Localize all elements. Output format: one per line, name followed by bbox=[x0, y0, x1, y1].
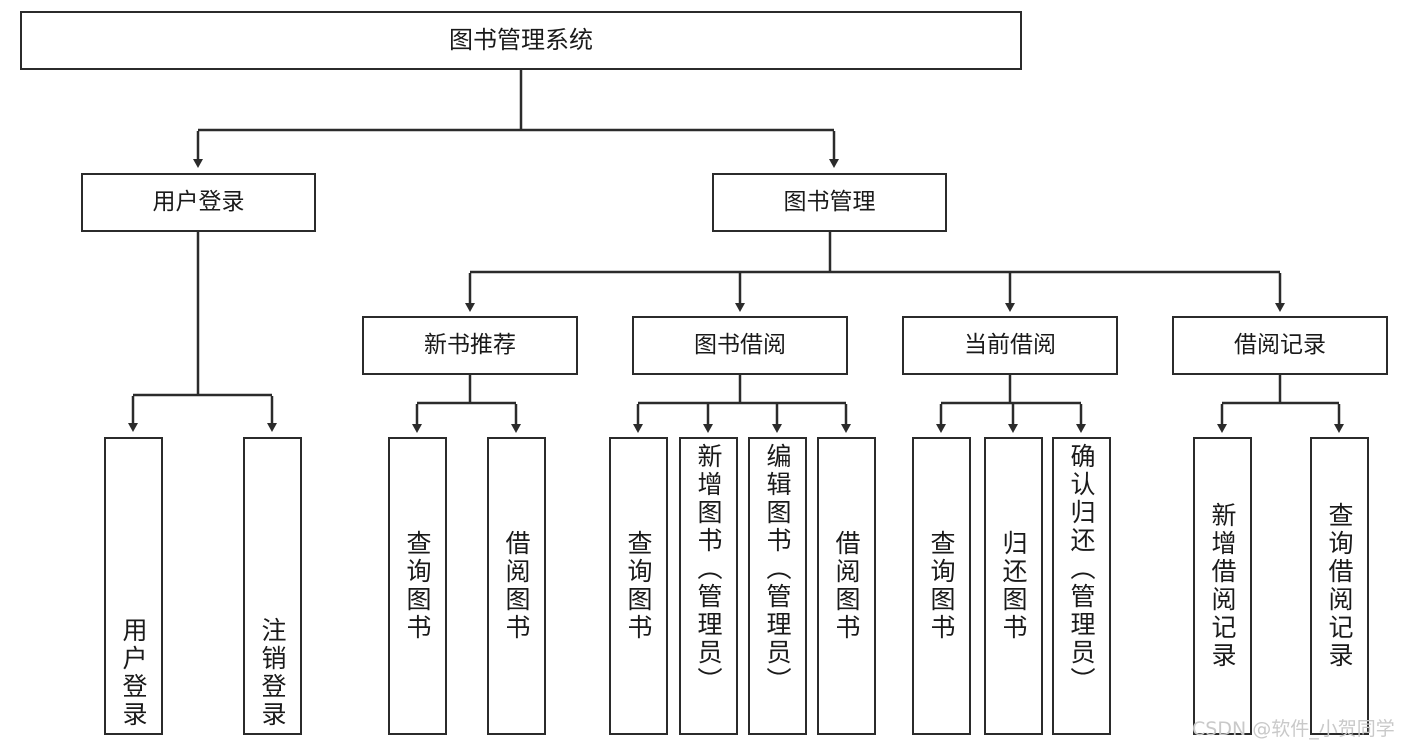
leaf-return-book[interactable]: 归还图书 bbox=[984, 437, 1043, 735]
edges-bookmanage-to-level3 bbox=[465, 232, 1285, 312]
node-label: 用户登录 bbox=[152, 188, 245, 215]
node-new-book-recommend[interactable]: 新书推荐 bbox=[362, 316, 578, 375]
node-label: 归还图书 bbox=[999, 530, 1028, 642]
node-current-borrow[interactable]: 当前借阅 bbox=[902, 316, 1118, 375]
node-book-borrow[interactable]: 图书借阅 bbox=[632, 316, 848, 375]
edges-currentborrow-to-leaves bbox=[936, 375, 1086, 433]
node-label: 借阅图书 bbox=[502, 530, 531, 642]
node-label: 注销登录 bbox=[258, 617, 287, 729]
leaf-edit-book-admin[interactable]: 编辑图书（管理员） bbox=[748, 437, 807, 735]
node-root-system[interactable]: 图书管理系统 bbox=[20, 11, 1022, 70]
node-label: 新增图书（管理员） bbox=[694, 443, 723, 695]
leaf-add-book-admin[interactable]: 新增图书（管理员） bbox=[679, 437, 738, 735]
node-label: 借阅记录 bbox=[1234, 331, 1326, 358]
edges-borrowrecord-to-leaves bbox=[1217, 375, 1344, 433]
node-label: 查询图书 bbox=[403, 530, 432, 642]
leaf-user-login[interactable]: 用户登录 bbox=[104, 437, 163, 735]
leaf-borrow-book-2[interactable]: 借阅图书 bbox=[817, 437, 876, 735]
leaf-query-book-2[interactable]: 查询图书 bbox=[609, 437, 668, 735]
node-label: 查询借阅记录 bbox=[1325, 502, 1354, 670]
node-label: 图书管理 bbox=[783, 188, 876, 215]
leaf-query-book-1[interactable]: 查询图书 bbox=[388, 437, 447, 735]
node-label: 图书借阅 bbox=[694, 331, 786, 358]
node-label: 查询图书 bbox=[927, 530, 956, 642]
node-book-manage[interactable]: 图书管理 bbox=[712, 173, 947, 232]
node-label: 当前借阅 bbox=[964, 331, 1056, 358]
node-label: 编辑图书（管理员） bbox=[763, 443, 792, 695]
leaf-query-book-3[interactable]: 查询图书 bbox=[912, 437, 971, 735]
node-label: 用户登录 bbox=[119, 617, 148, 729]
edges-newbookrec-to-leaves bbox=[412, 375, 521, 433]
leaf-logout[interactable]: 注销登录 bbox=[243, 437, 302, 735]
node-borrow-record[interactable]: 借阅记录 bbox=[1172, 316, 1388, 375]
node-label: 图书管理系统 bbox=[449, 26, 593, 55]
leaf-query-borrow-record[interactable]: 查询借阅记录 bbox=[1310, 437, 1369, 735]
leaf-add-borrow-record[interactable]: 新增借阅记录 bbox=[1193, 437, 1252, 735]
edges-userlogin-to-leaves bbox=[128, 232, 277, 432]
edges-root-to-level2 bbox=[193, 70, 839, 168]
node-label: 新书推荐 bbox=[424, 331, 516, 358]
edges-bookborrow-to-leaves bbox=[633, 375, 851, 433]
node-label: 新增借阅记录 bbox=[1208, 502, 1237, 670]
node-user-login[interactable]: 用户登录 bbox=[81, 173, 316, 232]
node-label: 查询图书 bbox=[624, 530, 653, 642]
leaf-borrow-book-1[interactable]: 借阅图书 bbox=[487, 437, 546, 735]
leaf-confirm-return-admin[interactable]: 确认归还（管理员） bbox=[1052, 437, 1111, 735]
node-label: 确认归还（管理员） bbox=[1067, 443, 1096, 695]
node-label: 借阅图书 bbox=[832, 530, 861, 642]
